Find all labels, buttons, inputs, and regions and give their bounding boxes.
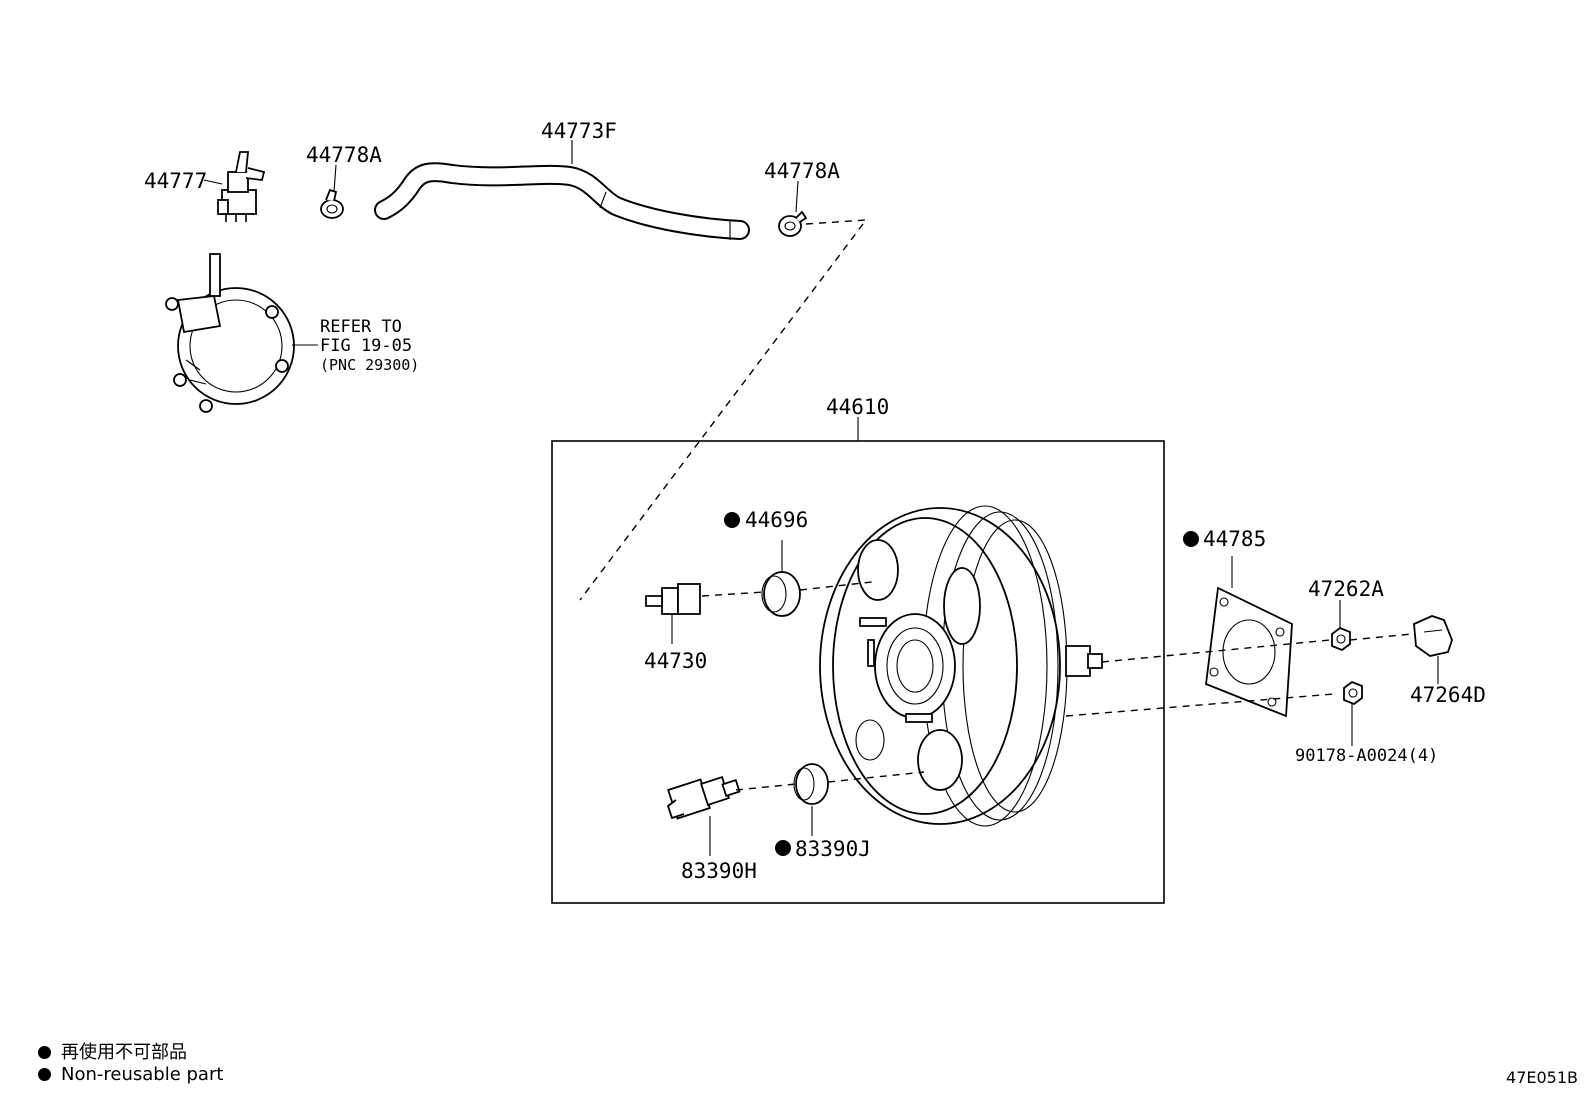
label-44773f: 44773F (541, 119, 617, 143)
non-reusable-bullet-icon (38, 1068, 51, 1081)
non-reusable-marker-44785 (1183, 531, 1199, 547)
label-90178: 90178-A0024(4) (1295, 746, 1438, 766)
vacuum-pump-reference (165, 253, 295, 413)
label-44610: 44610 (826, 395, 889, 419)
vacuum-hose-44773f[interactable] (374, 162, 750, 240)
vacuum-valve-44777[interactable] (217, 151, 266, 222)
label-83390j: 83390J (795, 837, 871, 861)
label-44696: 44696 (745, 508, 808, 532)
label-83390h: 83390H (681, 859, 757, 883)
hose-clip-44778a-left[interactable] (320, 188, 344, 219)
grommet-44696[interactable] (761, 571, 801, 617)
non-reusable-marker-44696 (724, 512, 740, 528)
legend-item-english: Non-reusable part (38, 1064, 223, 1085)
label-44777: 44777 (144, 169, 207, 193)
label-44785: 44785 (1203, 527, 1266, 551)
label-44778a-right: 44778A (764, 159, 840, 183)
legend-text-english: Non-reusable part (61, 1064, 224, 1085)
nut-47262a[interactable] (1331, 626, 1351, 652)
figure-code: 47E051B (1506, 1068, 1578, 1087)
non-reusable-marker-83390j (775, 840, 791, 856)
pressure-sensor-83390h[interactable] (666, 776, 741, 820)
check-valve-44730[interactable] (645, 583, 701, 615)
refer-line-3: (PNC 29300) (320, 356, 419, 374)
bracket-47264d[interactable] (1413, 615, 1453, 657)
non-reusable-bullet-icon (38, 1046, 51, 1059)
nut-90178[interactable] (1343, 680, 1363, 706)
legend-text-japanese: 再使用不可部品 (61, 1042, 187, 1063)
brake-booster-body[interactable] (819, 505, 1103, 827)
refer-line-2: FIG 19-05 (320, 336, 412, 356)
grommet-83390j[interactable] (793, 763, 829, 805)
gasket-44785[interactable] (1205, 586, 1293, 718)
label-47264d: 47264D (1410, 683, 1486, 707)
label-44778a-left: 44778A (306, 143, 382, 167)
hose-clip-44778a-right[interactable] (778, 210, 808, 237)
label-47262a: 47262A (1308, 577, 1384, 601)
label-44730: 44730 (644, 649, 707, 673)
legend-item-japanese: 再使用不可部品 (38, 1038, 187, 1064)
refer-line-1: REFER TO (320, 317, 402, 337)
